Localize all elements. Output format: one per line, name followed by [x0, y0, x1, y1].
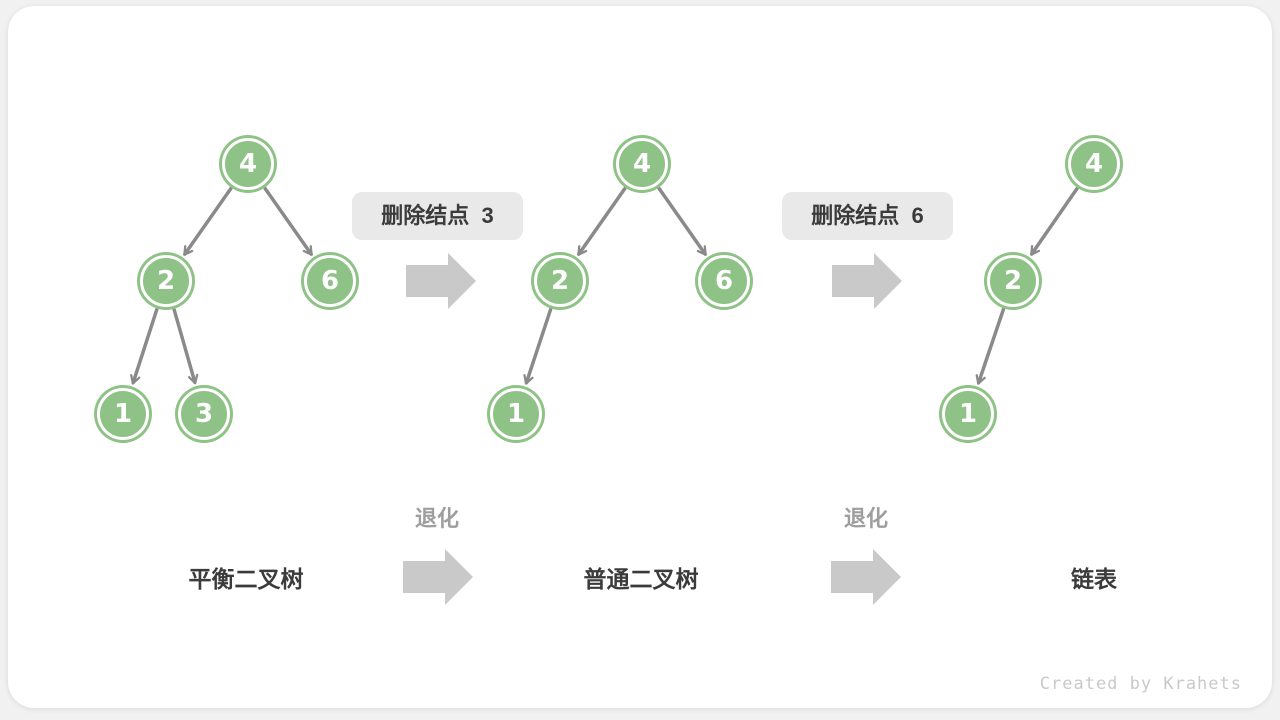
tree-node: 4	[222, 138, 274, 190]
degrade-label: 退化	[414, 506, 460, 531]
degrade-label: 退化	[843, 506, 889, 531]
tree-node: 1	[97, 388, 149, 440]
tree-node: 3	[178, 388, 230, 440]
tree-title-balanced: 平衡二叉树	[188, 566, 304, 592]
tree-node: 1	[942, 388, 994, 440]
watermark-credit: Created by Krahets	[1039, 674, 1242, 694]
step-label-delete-node-3: 删除结点 3	[352, 192, 523, 240]
tree-node: 2	[534, 255, 586, 307]
tree-node: 2	[987, 255, 1039, 307]
tree-node: 6	[698, 255, 750, 307]
tree-title-linkedlist: 链表	[1071, 566, 1117, 592]
tree-title-ordinary: 普通二叉树	[583, 566, 699, 592]
tree-node: 4	[616, 138, 668, 190]
tree-node: 2	[140, 255, 192, 307]
step-label-delete-node-6: 删除结点 6	[782, 192, 953, 240]
tree-node: 6	[304, 255, 356, 307]
diagram-card	[8, 6, 1272, 708]
tree-node: 1	[490, 388, 542, 440]
tree-node: 4	[1068, 138, 1120, 190]
